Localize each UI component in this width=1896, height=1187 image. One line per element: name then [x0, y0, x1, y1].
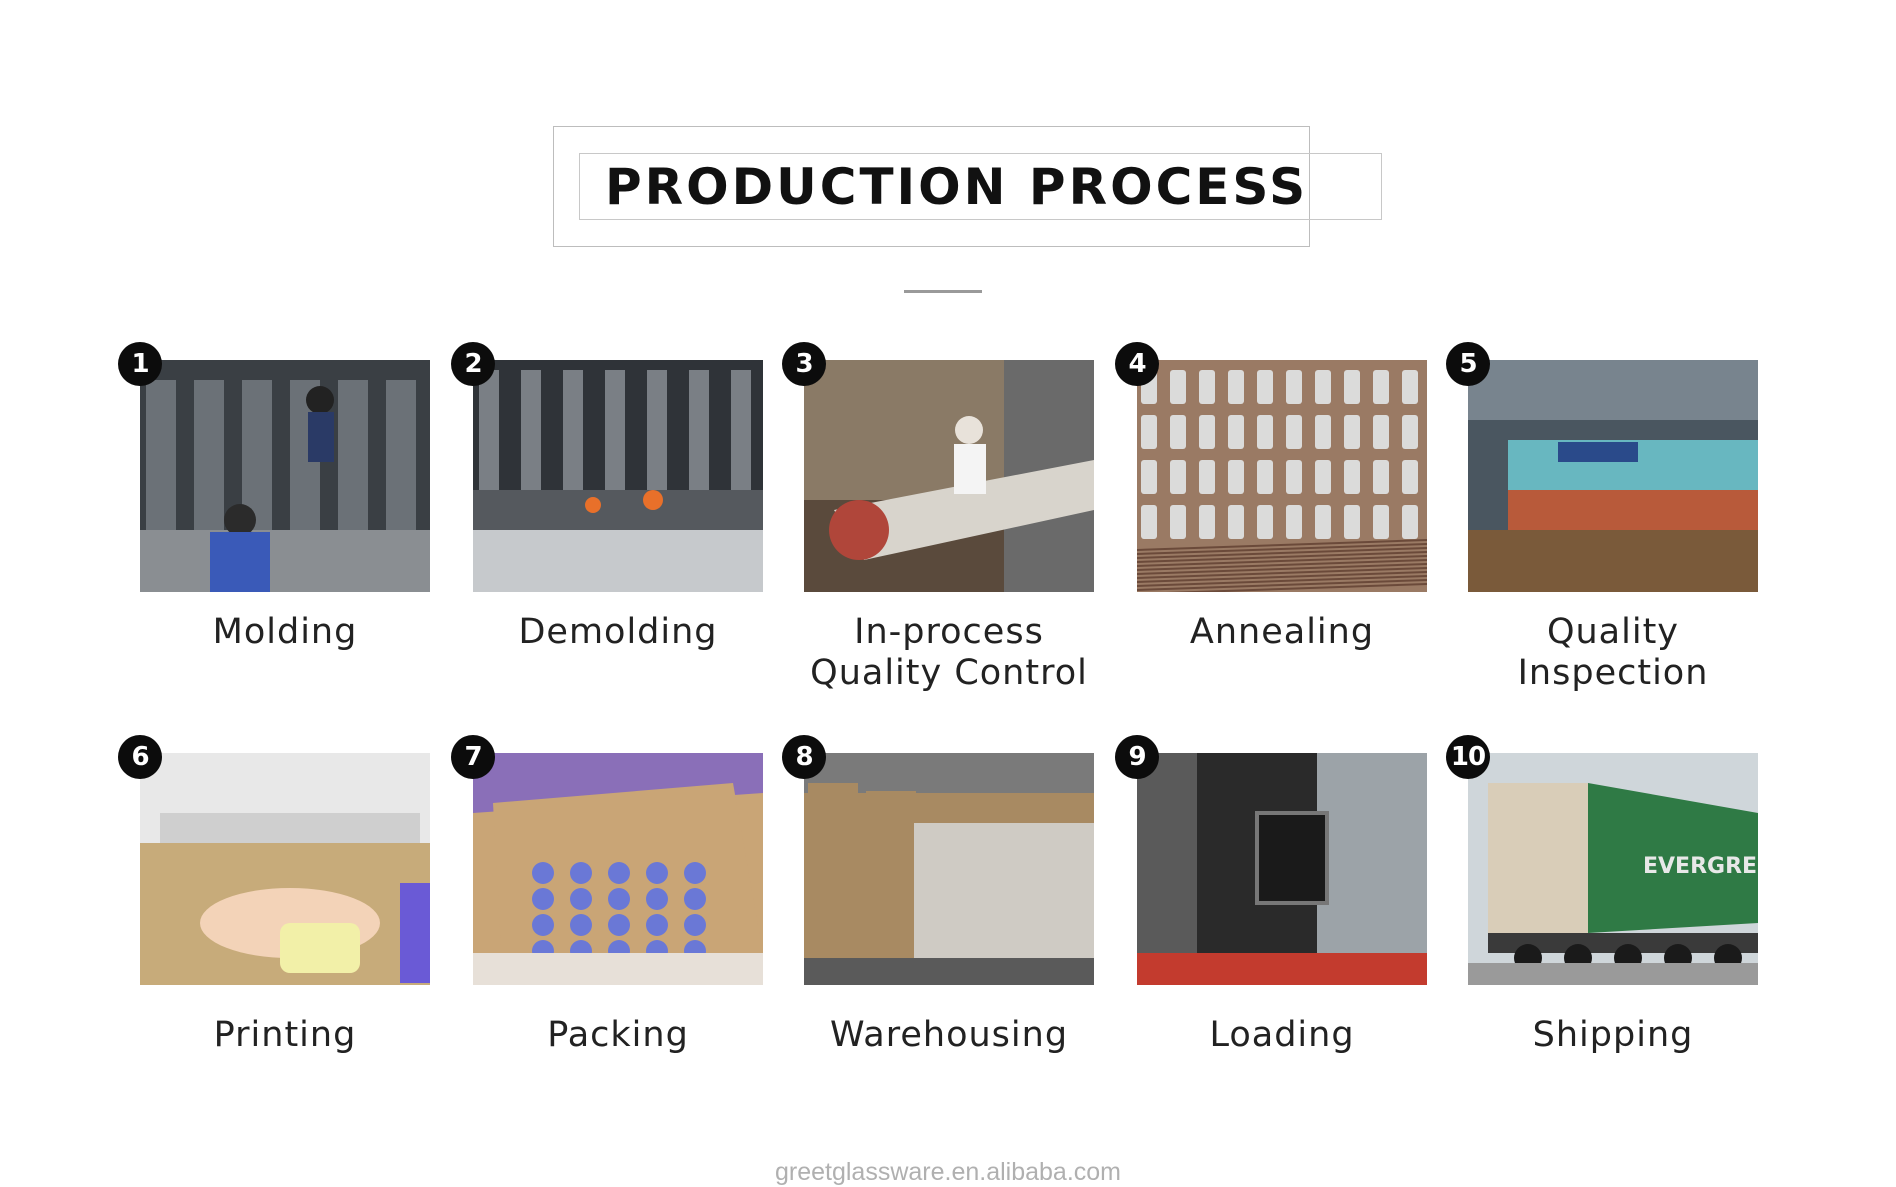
step-label-line: Warehousing	[829, 1015, 1069, 1055]
quality-control-photo	[804, 360, 1094, 592]
molding-photo	[140, 360, 430, 592]
step-label-line: Packing	[547, 1015, 689, 1055]
step-label: Printing	[140, 1015, 430, 1056]
step-label: Warehousing	[804, 1015, 1094, 1056]
shipping-photo: EVERGREEN	[1468, 753, 1758, 985]
inspection-photo	[1468, 360, 1758, 592]
step-label-line: Shipping	[1532, 1015, 1694, 1055]
step-number-badge: 6	[118, 735, 162, 779]
step-number-badge: 10	[1446, 735, 1490, 779]
step-label-line: Inspection	[1517, 653, 1709, 693]
title-divider	[904, 290, 982, 293]
step-label-line: Demolding	[518, 612, 718, 652]
step-label: Loading	[1137, 1015, 1427, 1056]
step-number-badge: 9	[1115, 735, 1159, 779]
step-label-line: Loading	[1209, 1015, 1355, 1055]
title-frame-inner	[579, 153, 1382, 220]
warehouse-photo	[804, 753, 1094, 985]
step-label: Packing	[473, 1015, 763, 1056]
step-label-line: Quality	[1546, 612, 1680, 652]
step-number-badge: 1	[118, 342, 162, 386]
step-number-badge: 5	[1446, 342, 1490, 386]
step-label: Shipping	[1468, 1015, 1758, 1056]
step-label-line: In-process	[854, 612, 1044, 652]
annealing-photo	[1137, 360, 1427, 592]
step-label-line: Printing	[213, 1015, 357, 1055]
svg-text:EVERGREEN: EVERGREEN	[1643, 854, 1758, 879]
packing-photo	[473, 753, 763, 985]
step-number-badge: 2	[451, 342, 495, 386]
step-label-line: Annealing	[1189, 612, 1375, 652]
page-title: PRODUCTION PROCESS	[605, 157, 1309, 216]
step-number-badge: 4	[1115, 342, 1159, 386]
header: PRODUCTION PROCESS	[0, 0, 1896, 300]
step-number-badge: 7	[451, 735, 495, 779]
step-label: Annealing	[1137, 612, 1427, 653]
step-number-badge: 3	[782, 342, 826, 386]
loading-photo	[1137, 753, 1427, 985]
footer-site-url: greetglassware.en.alibaba.com	[774, 1158, 1122, 1186]
step-label: Molding	[140, 612, 430, 653]
printing-photo	[140, 753, 430, 985]
step-number-badge: 8	[782, 735, 826, 779]
title-frame-outer	[553, 126, 1310, 247]
step-label-line: Molding	[212, 612, 358, 652]
demolding-photo	[473, 360, 763, 592]
step-label: Demolding	[473, 612, 763, 653]
step-label-line: Quality Control	[810, 653, 1088, 693]
